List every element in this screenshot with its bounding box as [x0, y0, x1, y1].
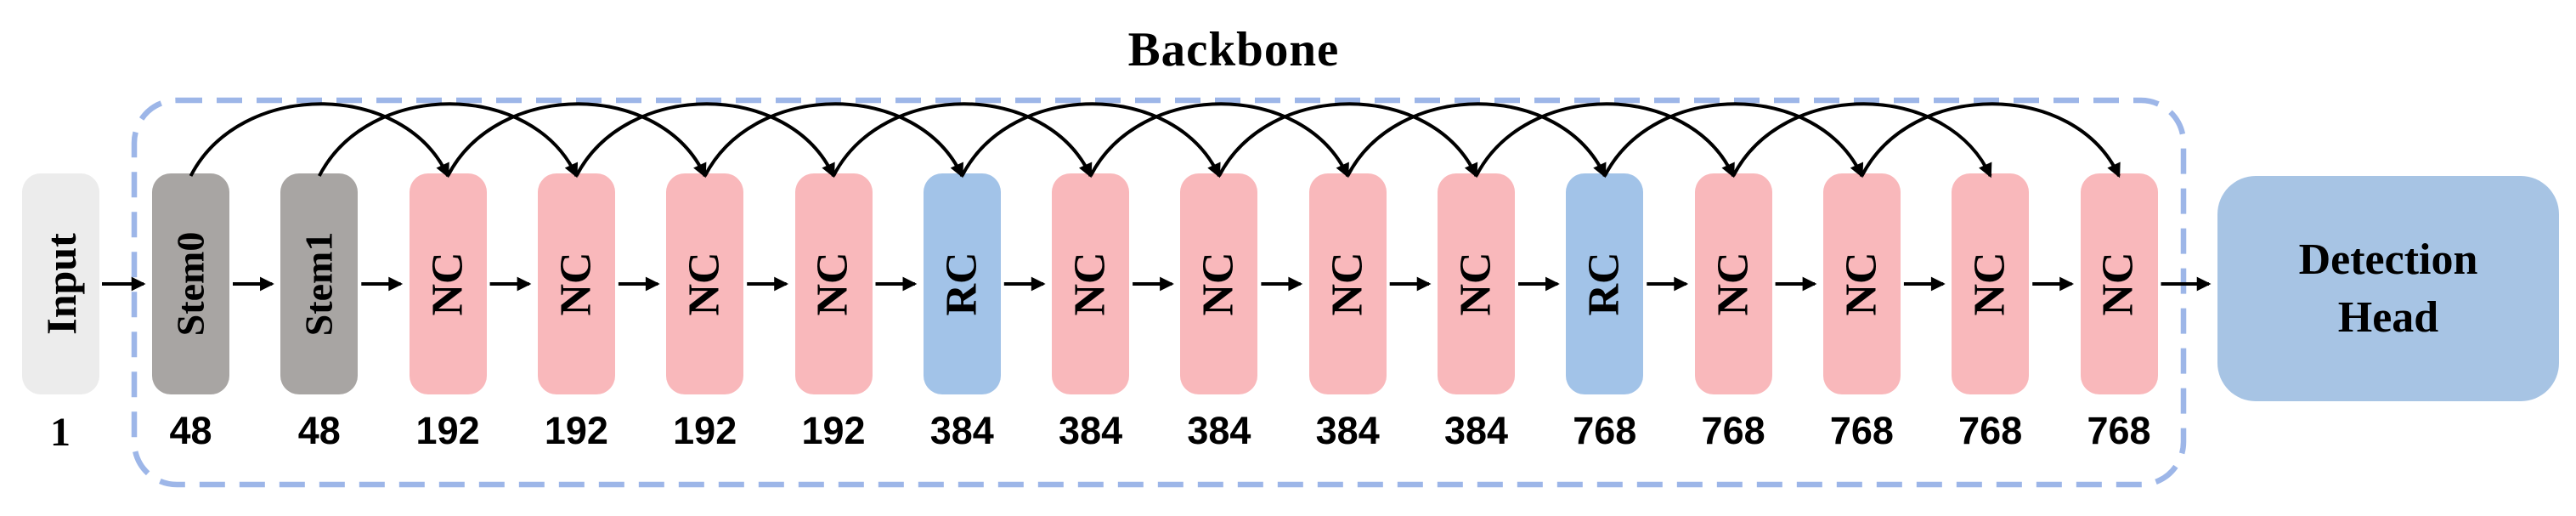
channel-label: 192 [415, 409, 480, 452]
channel-label: 384 [1187, 409, 1251, 452]
channel-label: 192 [801, 409, 866, 452]
channel-label: 384 [1315, 409, 1380, 452]
backbone-block-nc-8: NC [1180, 173, 1258, 394]
backbone-block-nc-5: NC [794, 173, 873, 394]
block-label: NC [1451, 252, 1500, 316]
skip-connection-4-6 [703, 102, 964, 179]
block-label: NC [1323, 252, 1372, 316]
skip-connection-9-11 [1346, 102, 1607, 179]
block-label: RC [937, 252, 986, 316]
backbone-block-nc-2: NC [409, 173, 487, 394]
block-label: NC [551, 252, 601, 316]
block-label: NC [808, 252, 857, 316]
skip-connection-8-10 [1217, 102, 1478, 179]
channel-label: 768 [1958, 409, 2023, 452]
backbone-block-nc-15: NC [2080, 173, 2158, 394]
skip-connection-13-15 [1860, 102, 2121, 179]
backbone-block-nc-3: NC [537, 173, 615, 394]
block-label: RC [1579, 252, 1629, 316]
backbone-block-rc-11: RC [1566, 173, 1644, 394]
backbone-block-nc-13: NC [1822, 173, 1901, 394]
channel-label: 384 [1443, 409, 1509, 452]
backbone-title: Backbone [1127, 23, 1340, 77]
block-label: NC [1837, 252, 1886, 316]
backbone-block-nc-10: NC [1438, 173, 1515, 394]
channel-label: 192 [544, 409, 608, 452]
block-label: NC [2093, 252, 2143, 316]
channel-label: 384 [1059, 409, 1123, 452]
input-block-label: Input [37, 233, 85, 335]
skip-connection-5-7 [832, 102, 1093, 179]
block-label: Stem1 [297, 231, 341, 337]
backbone-block-nc-9: NC [1308, 173, 1387, 394]
channel-label: 768 [1829, 409, 1894, 452]
channel-label: 384 [929, 409, 994, 452]
channel-label: 48 [297, 409, 341, 452]
detection-head-label-line1: Detection [2298, 235, 2478, 284]
backbone-block-nc-14: NC [1952, 173, 2030, 394]
block-label: NC [423, 252, 472, 316]
detection-head-block: Detection Head [2217, 176, 2559, 401]
backbone-block-rc-6: RC [923, 173, 1001, 394]
skip-connection-0-2 [189, 102, 449, 179]
channel-label: 192 [673, 409, 737, 452]
detection-head-label-line2: Head [2337, 292, 2439, 342]
backbone-block-stem0-0: Stem0 [152, 173, 229, 394]
channel-label: 768 [2087, 409, 2151, 452]
skip-connection-11-13 [1603, 102, 1864, 179]
input-channel-label: 1 [50, 410, 71, 455]
channel-label: 768 [1573, 409, 1637, 452]
block-label: NC [680, 252, 729, 316]
block-label: NC [1709, 252, 1758, 316]
block-label: NC [1965, 252, 2014, 316]
skip-connection-1-3 [318, 102, 579, 179]
skip-connection-2-4 [446, 102, 707, 179]
channel-label: 48 [169, 409, 212, 452]
channel-label: 768 [1701, 409, 1765, 452]
skip-connection-arcs [189, 102, 2121, 179]
block-label: NC [1065, 252, 1115, 316]
skip-connection-3-5 [574, 102, 835, 179]
skip-connection-7-9 [1088, 102, 1350, 179]
block-label: Stem0 [168, 231, 212, 337]
input-block: Input [22, 173, 99, 394]
skip-connection-6-8 [960, 102, 1221, 179]
backbone-block-stem1-1: Stem1 [280, 173, 359, 394]
backbone-block-nc-7: NC [1052, 173, 1130, 394]
block-label: NC [1194, 252, 1243, 316]
skip-connection-12-14 [1731, 102, 1992, 179]
backbone-block-nc-12: NC [1694, 173, 1772, 394]
backbone-block-nc-4: NC [666, 173, 744, 394]
skip-connection-10-12 [1474, 102, 1735, 179]
